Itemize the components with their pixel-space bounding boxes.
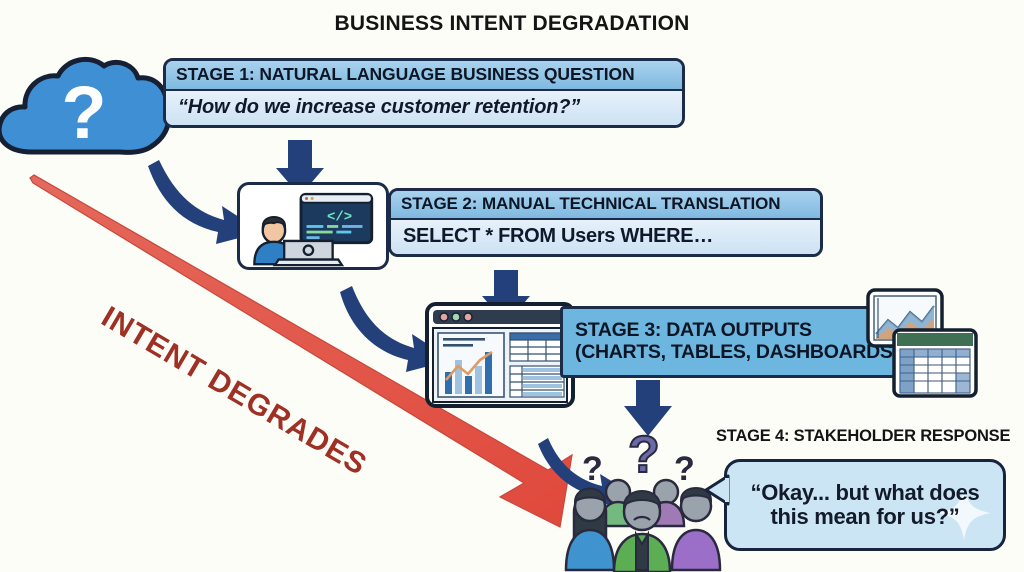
svg-text:</>: </>	[327, 209, 352, 225]
stage-2-body: SELECT * FROM Users WHERE…	[391, 220, 820, 254]
cloud-question-icon: ?	[0, 42, 177, 164]
svg-text:?: ?	[61, 71, 106, 154]
bubble-line-1: “Okay... but what does	[750, 479, 980, 505]
developer-coding-icon: </>	[237, 182, 389, 270]
question-mark-right: ?	[674, 450, 695, 488]
stage-2-header: STAGE 2: MANUAL TECHNICAL TRANSLATION	[391, 191, 820, 220]
stage-1-header: STAGE 1: NATURAL LANGUAGE BUSINESS QUEST…	[166, 61, 682, 91]
stage-3-header-line-1: STAGE 3: DATA OUTPUTS	[575, 319, 812, 342]
dashboard-window-icon	[424, 300, 576, 410]
confused-stakeholders-icon: ? ? ?	[556, 420, 728, 572]
stakeholder-speech-bubble[interactable]: “Okay... but what does this mean for us?…	[724, 459, 1006, 551]
stage-3-box[interactable]: STAGE 3: DATA OUTPUTS (CHARTS, TABLES, D…	[560, 306, 902, 378]
bubble-line-2: this mean for us?”	[770, 504, 960, 529]
spreadsheet-card-icon	[892, 328, 978, 398]
page-title: BUSINESS INTENT DEGRADATION	[334, 12, 690, 35]
question-mark-large: ?	[628, 426, 660, 484]
stage-3-side-icons	[866, 288, 988, 400]
intent-degrades-label: INTENT DEGRADES	[95, 300, 373, 482]
stage-3-header-line-2: (CHARTS, TABLES, DASHBOARDS)	[575, 341, 899, 363]
stage-4-label: STAGE 4: STAKEHOLDER RESPONSE	[716, 427, 1011, 445]
stage-1-body: “How do we increase customer retention?”	[166, 91, 682, 125]
stage-2-box[interactable]: STAGE 2: MANUAL TECHNICAL TRANSLATION SE…	[388, 188, 823, 257]
sparkle-icon	[937, 486, 991, 540]
question-mark-left: ?	[582, 450, 603, 488]
stage-1-box[interactable]: STAGE 1: NATURAL LANGUAGE BUSINESS QUEST…	[163, 58, 685, 128]
